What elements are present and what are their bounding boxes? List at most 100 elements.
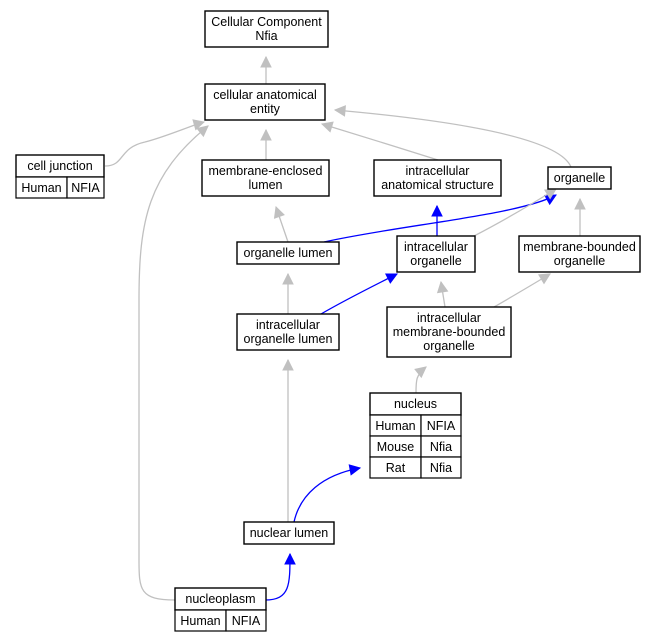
edge-cellular-anatomical-entity-to-cellular-component: [260, 55, 272, 84]
gene-cell: [225, 609, 267, 632]
edge-arrowhead: [273, 205, 285, 219]
node-label: anatomical structure: [381, 178, 494, 192]
edge-nucleoplasm-to-nuclear-lumen: [264, 552, 296, 601]
node-label: intracellular: [406, 164, 470, 178]
species-label: Human: [180, 614, 220, 628]
edge-arrowhead: [431, 204, 443, 217]
node-box: [243, 521, 335, 545]
edge-arrowhead: [260, 55, 272, 68]
species-label: Human: [21, 181, 61, 195]
node-label: intracellular: [417, 311, 481, 325]
edge-cell-junction-to-cellular-anatomical-entity: [104, 119, 206, 167]
node-label: membrane-enclosed: [209, 164, 323, 178]
gene-label: NFIA: [232, 614, 261, 628]
node-box: [547, 166, 612, 190]
annotation-row-mouse: Mouse Nfia: [369, 435, 462, 458]
node-nuclear-lumen[interactable]: nuclear lumen: [243, 521, 335, 545]
edge-nucleoplasm-to-cellular-anatomical-entity: [138, 125, 209, 601]
species-label: Human: [375, 419, 415, 433]
node-label: cell junction: [27, 159, 92, 173]
edge-arrowhead: [574, 197, 586, 210]
node-organelle-lumen[interactable]: organelle lumen: [236, 241, 340, 265]
edge-arrowhead: [196, 125, 209, 138]
edge-arrowhead: [414, 366, 427, 379]
edge-membrane-enclosed-lumen-to-cellular-anatomical-entity: [260, 128, 272, 160]
edge-arrowhead: [282, 358, 294, 371]
gene-label: Nfia: [430, 440, 452, 454]
edge-arrowhead: [348, 464, 362, 476]
node-box: [373, 159, 502, 197]
node-label: entity: [250, 102, 281, 116]
edge-line: [293, 467, 361, 523]
edge-line: [138, 125, 209, 601]
edge-arrowhead: [282, 272, 294, 285]
annotation-row-human: Human NFIA: [369, 414, 462, 437]
node-label: nucleus: [394, 397, 437, 411]
edge-line: [323, 194, 557, 243]
gene-label: NFIA: [427, 419, 456, 433]
edge-nuclear-lumen-to-intracellular-organelle-lumen: [282, 358, 294, 522]
annotation-row-human: Human NFIA: [174, 609, 267, 632]
edge-intracellular-membrane-bounded-organelle-to-membrane-bounded-organelle: [493, 273, 551, 308]
node-label: cellular anatomical: [213, 88, 317, 102]
node-label: intracellular: [256, 318, 320, 332]
gene-cell: [66, 176, 105, 199]
gene-label: Nfia: [430, 461, 452, 475]
edge-membrane-bounded-organelle-to-organelle: [574, 197, 586, 236]
edge-organelle-to-cellular-anatomical-entity: [333, 105, 572, 168]
node-label: organelle: [410, 254, 461, 268]
node-label: Nfia: [255, 29, 277, 43]
node-label: organelle lumen: [244, 332, 333, 346]
edge-line: [104, 121, 205, 167]
node-label: membrane-bounded: [393, 325, 506, 339]
edge-organelle-lumen-to-membrane-enclosed-lumen: [273, 205, 289, 243]
edge-arrowhead: [385, 273, 398, 284]
node-label: organelle lumen: [244, 246, 333, 260]
node-label: membrane-bounded: [523, 240, 636, 254]
node-box: [518, 235, 641, 273]
node-label: organelle: [423, 339, 474, 353]
edge-arrowhead: [538, 273, 551, 285]
node-box: [204, 10, 329, 48]
gene-cell: [420, 456, 462, 479]
node-box: [236, 241, 340, 265]
node-label: Cellular Component: [211, 15, 322, 29]
edge-arrowhead: [284, 552, 296, 565]
node-box: [201, 159, 330, 197]
edge-nuclear-lumen-to-nucleus: [293, 464, 362, 523]
edge-arrowhead: [192, 119, 206, 131]
edge-intracellular-organelle-lumen-to-organelle-lumen: [282, 272, 294, 314]
node-label: organelle: [554, 254, 605, 268]
edge-arrowhead: [333, 105, 346, 117]
edge-arrowhead: [436, 280, 449, 294]
edge-organelle-lumen-to-organelle: [323, 194, 557, 243]
species-label: Mouse: [377, 440, 415, 454]
node-label: intracellular: [404, 240, 468, 254]
edge-intracellular-membrane-bounded-organelle-to-intracellular-organelle: [436, 280, 449, 308]
edge-intracellular-organelle-lumen-to-intracellular-organelle: [320, 273, 398, 315]
gene-label: NFIA: [71, 181, 100, 195]
node-label: lumen: [248, 178, 282, 192]
edge-line: [320, 273, 398, 315]
node-box: [204, 83, 326, 121]
edge-line: [334, 109, 572, 168]
edge-intracellular-organelle-to-intracellular-anatomical-structure: [431, 204, 443, 236]
node-organelle[interactable]: organelle: [547, 166, 612, 190]
node-label: organelle: [554, 171, 605, 185]
node-box: [236, 313, 340, 351]
edge-arrowhead: [260, 128, 272, 141]
node-label: nuclear lumen: [250, 526, 329, 540]
